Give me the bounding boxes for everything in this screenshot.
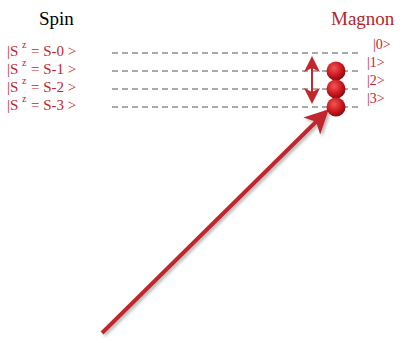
spin-state-label: |S: [6, 80, 19, 95]
spin-state-superscript: z: [21, 94, 27, 104]
spin-state-label: = S-2 >: [30, 80, 77, 95]
spin-state-label: |S: [6, 98, 19, 113]
magnon-heading: Magnon: [330, 9, 395, 28]
magnon-state-label: |1>: [366, 56, 386, 70]
deviation-arrow: [311, 58, 313, 102]
spin-heading: Spin: [38, 9, 75, 28]
magnon-state-label: |3>: [366, 92, 386, 106]
level-lines: [112, 53, 358, 107]
spin-state-label: = S-0 >: [30, 44, 77, 59]
spin-state-superscript: z: [21, 58, 27, 68]
spin-arrow: [100, 44, 104, 333]
tilted-spin-arrow: [102, 112, 326, 333]
spin-state-superscript: z: [21, 40, 27, 50]
magnon-state-label: |2>: [366, 74, 386, 88]
magnon-state-label: |0>: [372, 38, 392, 52]
spin-state-label: = S-1 >: [30, 62, 77, 77]
spin-state-superscript: z: [21, 76, 27, 86]
spin-state-label: |S: [6, 62, 19, 77]
spin-state-label: = S-3 >: [30, 98, 77, 113]
spin-state-label: |S: [6, 44, 19, 59]
magnon-balls: [327, 62, 346, 117]
